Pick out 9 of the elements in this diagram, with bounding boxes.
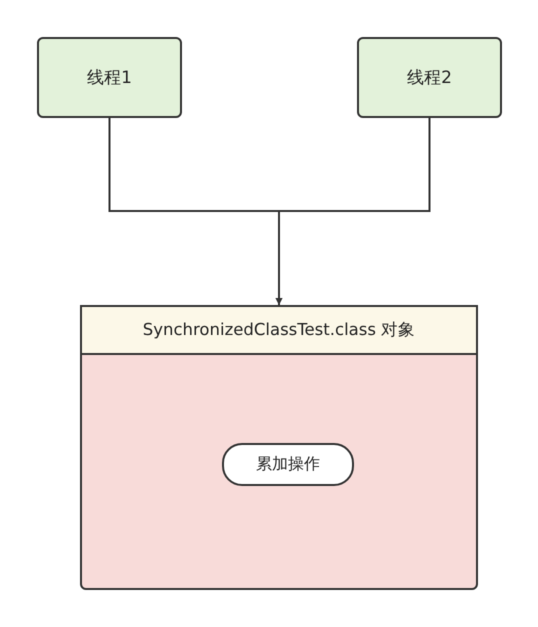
node-label: 线程1 bbox=[87, 67, 132, 89]
node-label: 线程2 bbox=[407, 67, 452, 89]
node-label: 累加操作 bbox=[256, 454, 320, 475]
connector-arrow bbox=[276, 118, 430, 305]
object-container bbox=[80, 305, 478, 590]
process-box bbox=[357, 37, 502, 118]
container-heading: SynchronizedClassTest.class 对象 bbox=[82, 307, 476, 355]
operation-pill bbox=[222, 443, 354, 486]
process-box bbox=[37, 37, 182, 118]
